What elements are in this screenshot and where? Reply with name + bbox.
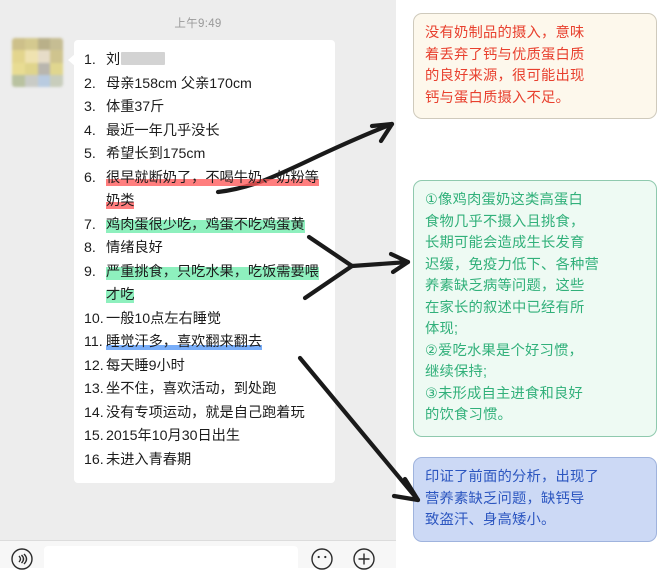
list-item-text: 坐不住，喜欢活动，到处跑 <box>106 381 277 397</box>
message-list-item: 14.没有专项运动，就是自己跑着玩 <box>84 402 325 426</box>
list-item-number: 13. <box>84 381 104 397</box>
annotation-line: 的饮食习惯。 <box>425 407 512 423</box>
message-list-item: 2. 母亲158cm 父亲170cm <box>84 73 325 97</box>
message-list-item: 15.2015年10月30日出生 <box>84 425 325 449</box>
list-item-text: 每天睡9小时 <box>106 357 185 374</box>
emoji-face-icon[interactable] <box>310 547 334 571</box>
avatar-tile <box>12 50 25 63</box>
message-list-item: 6. 很早就断奶了，不喝牛奶、奶粉等奶类 <box>84 167 325 214</box>
message-list-item: 11.睡觉汗多，喜欢翻来翻去 <box>84 331 325 355</box>
avatar-tile <box>12 74 25 87</box>
list-item-text: 没有专项运动，就是自己跑着玩 <box>106 404 305 421</box>
list-item-number: 2. <box>84 75 96 92</box>
message-timestamp: 上午9:49 <box>174 18 222 30</box>
annotation-line: 食物几乎不摄入且挑食， <box>425 213 585 230</box>
annotation-line: 继续保持; <box>425 364 488 380</box>
message-list-item: 16.未进入青春期 <box>84 449 325 473</box>
avatar-tile <box>50 74 63 87</box>
message-bubble-wrapper: 1. 刘 2. 母亲158cm 父亲170cm 3. 体重37斤 4. 最近一年几乎没长 5. 希… <box>68 40 335 483</box>
avatar-tile <box>50 38 63 51</box>
plus-circle-icon[interactable] <box>352 547 376 571</box>
list-item-number: 10. <box>84 310 104 327</box>
annotation-line: 致盗汗、身高矮小。 <box>425 512 556 528</box>
list-item-text: 2015年10月30日出生 <box>106 428 241 444</box>
voice-wave-icon[interactable] <box>10 547 34 571</box>
list-item-text: 刘 <box>106 52 121 68</box>
annotation-line: 长期可能会造成生长发育 <box>425 235 585 251</box>
avatar-tile <box>24 50 38 63</box>
list-item-number: 4. <box>84 122 96 139</box>
message-bubble[interactable]: 1. 刘 2. 母亲158cm 父亲170cm 3. 体重37斤 4. 最近一年几乎没长 5. 希… <box>74 40 335 483</box>
list-item-text: 希望长到175cm <box>106 146 206 162</box>
list-item-text: 严重挑食，只吃水果，吃饭需要喂才吃 <box>106 263 319 304</box>
list-item-number: 8. <box>84 240 96 256</box>
message-list-item: 1. 刘 <box>84 49 325 73</box>
list-item-number: 12. <box>84 357 104 374</box>
avatar[interactable] <box>12 38 63 87</box>
avatar-tile <box>24 62 38 75</box>
list-item-number: 6. <box>84 169 96 186</box>
annotation-line: 印证了前面的分析，出现了 <box>425 469 599 485</box>
avatar-tile <box>37 38 51 51</box>
annotation-protein-note: ①像鸡肉蛋奶这类高蛋白食物几乎不摄入且挑食， 长期可能会造成生长发育迟缓，免疫力低… <box>413 180 657 437</box>
list-item-number: 16. <box>84 451 104 468</box>
list-item-text: 母亲158cm 父亲170cm <box>106 75 252 92</box>
annotation-dairy-note: 没有奶制品的摄入，意味着丢弃了钙与优质蛋白质的良好来源，很可能出现钙与蛋白质摄入… <box>413 13 657 119</box>
annotation-line: 钙与蛋白质摄入不足。 <box>425 89 570 106</box>
list-item-number: 14. <box>84 404 104 421</box>
message-list-item: 12.每天睡9小时 <box>84 355 325 379</box>
message-list-item: 7. 鸡肉蛋很少吃，鸡蛋不吃鸡蛋黄 <box>84 214 325 238</box>
list-item-text: 一般10点左右睡觉 <box>106 310 222 327</box>
annotation-line: 体现; <box>425 321 459 337</box>
message-item-list: 1. 刘 2. 母亲158cm 父亲170cm 3. 体重37斤 4. 最近一年几乎没长 5. 希… <box>84 49 325 472</box>
chat-input-toolbar <box>0 540 396 572</box>
list-item-number: 3. <box>84 99 96 115</box>
annotation-line: 着丢弃了钙与优质蛋白质 <box>425 46 585 63</box>
avatar-tile <box>50 62 63 75</box>
message-list-item: 13.坐不住，喜欢活动，到处跑 <box>84 378 325 402</box>
annotation-line: 在家长的叙述中已经有所 <box>425 299 585 316</box>
list-item-text: 鸡肉蛋很少吃，鸡蛋不吃鸡蛋黄 <box>106 216 305 233</box>
annotation-line: ①像鸡肉蛋奶这类高蛋白 <box>425 192 583 208</box>
message-list-item: 10.一般10点左右睡觉 <box>84 308 325 332</box>
avatar-tile <box>12 38 25 51</box>
annotation-line: 迟缓，免疫力低下、各种营 <box>425 256 599 273</box>
annotation-line: ②爱吃水果是个好习惯， <box>425 342 583 359</box>
list-item-number: 9. <box>84 263 96 280</box>
list-item-number: 15. <box>84 428 104 444</box>
avatar-tile <box>37 62 51 75</box>
annotation-line: 的良好来源，很可能出现 <box>425 68 585 84</box>
avatar-tile <box>12 62 25 75</box>
redaction-block <box>121 52 166 65</box>
message-list-item: 5. 希望长到175cm <box>84 143 325 167</box>
avatar-tile <box>24 74 38 87</box>
annotation-line: 养素缺乏病等问题，这些 <box>425 278 585 294</box>
list-item-text: 情绪良好 <box>106 240 163 256</box>
annotation-sweating-note: 印证了前面的分析，出现了营养素缺乏问题，缺钙导致盗汗、身高矮小。 <box>413 457 657 542</box>
avatar-tile <box>37 50 51 63</box>
list-item-number: 11. <box>84 334 103 350</box>
list-item-number: 1. <box>84 52 96 68</box>
avatar-tile <box>50 50 63 63</box>
list-item-text: 最近一年几乎没长 <box>106 122 220 139</box>
list-item-number: 5. <box>84 146 96 162</box>
avatar-tile <box>37 74 51 87</box>
annotation-line: ③未形成自主进食和良好 <box>425 385 583 402</box>
avatar-tile <box>24 38 38 51</box>
message-list-item: 4. 最近一年几乎没长 <box>84 120 325 144</box>
list-item-number: 7. <box>84 216 96 233</box>
annotation-line: 营养素缺乏问题，缺钙导 <box>425 490 585 507</box>
list-item-text: 体重37斤 <box>106 99 165 115</box>
message-list-item: 8. 情绪良好 <box>84 237 325 261</box>
bubble-tail-icon <box>68 54 75 66</box>
list-item-text: 很早就断奶了，不喝牛奶、奶粉等奶类 <box>106 169 319 210</box>
list-item-text: 睡觉汗多，喜欢翻来翻去 <box>106 334 263 350</box>
chat-conversation-pane: 上午9:49 1. 刘 2. 母亲158cm 父亲170cm 3. 体重37斤 4. 最近一年… <box>0 0 396 540</box>
annotation-line: 没有奶制品的摄入，意味 <box>425 25 585 41</box>
message-input[interactable] <box>44 546 298 572</box>
message-list-item: 3. 体重37斤 <box>84 96 325 120</box>
list-item-text: 未进入青春期 <box>106 451 192 468</box>
message-list-item: 9. 严重挑食，只吃水果，吃饭需要喂才吃 <box>84 261 325 308</box>
